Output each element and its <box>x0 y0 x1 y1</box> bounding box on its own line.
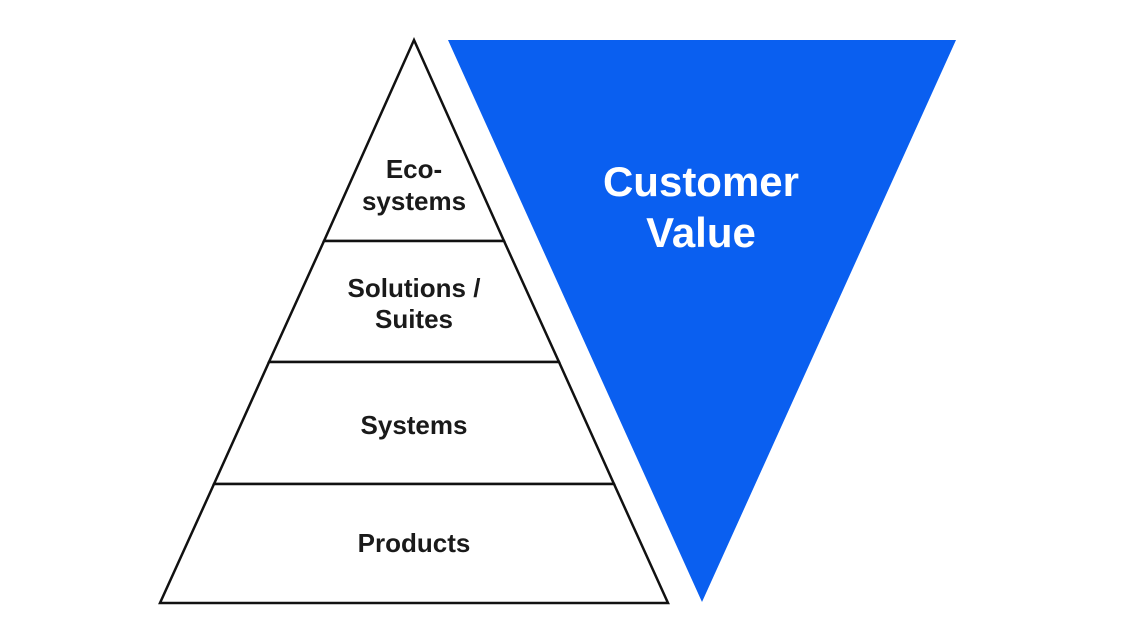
layer-label-systems: Systems <box>361 410 468 440</box>
layer-label-ecosystems-line-2: systems <box>362 186 466 216</box>
layer-label-solutions-line-2: Suites <box>375 304 453 334</box>
layer-label-ecosystems-line-1: Eco- <box>386 154 442 184</box>
pyramid-tier-products <box>158 482 670 605</box>
pyramid: Eco- systems Solutions / Suites Systems … <box>158 36 670 605</box>
customer-value-label-line-1: Customer <box>603 158 799 205</box>
customer-value-label-line-2: Value <box>646 209 756 256</box>
layer-label-products: Products <box>358 528 471 558</box>
customer-value-triangle <box>448 40 956 602</box>
customer-value-triangle-group: Customer Value <box>448 40 956 602</box>
layer-label-solutions-line-1: Solutions / <box>348 273 481 303</box>
